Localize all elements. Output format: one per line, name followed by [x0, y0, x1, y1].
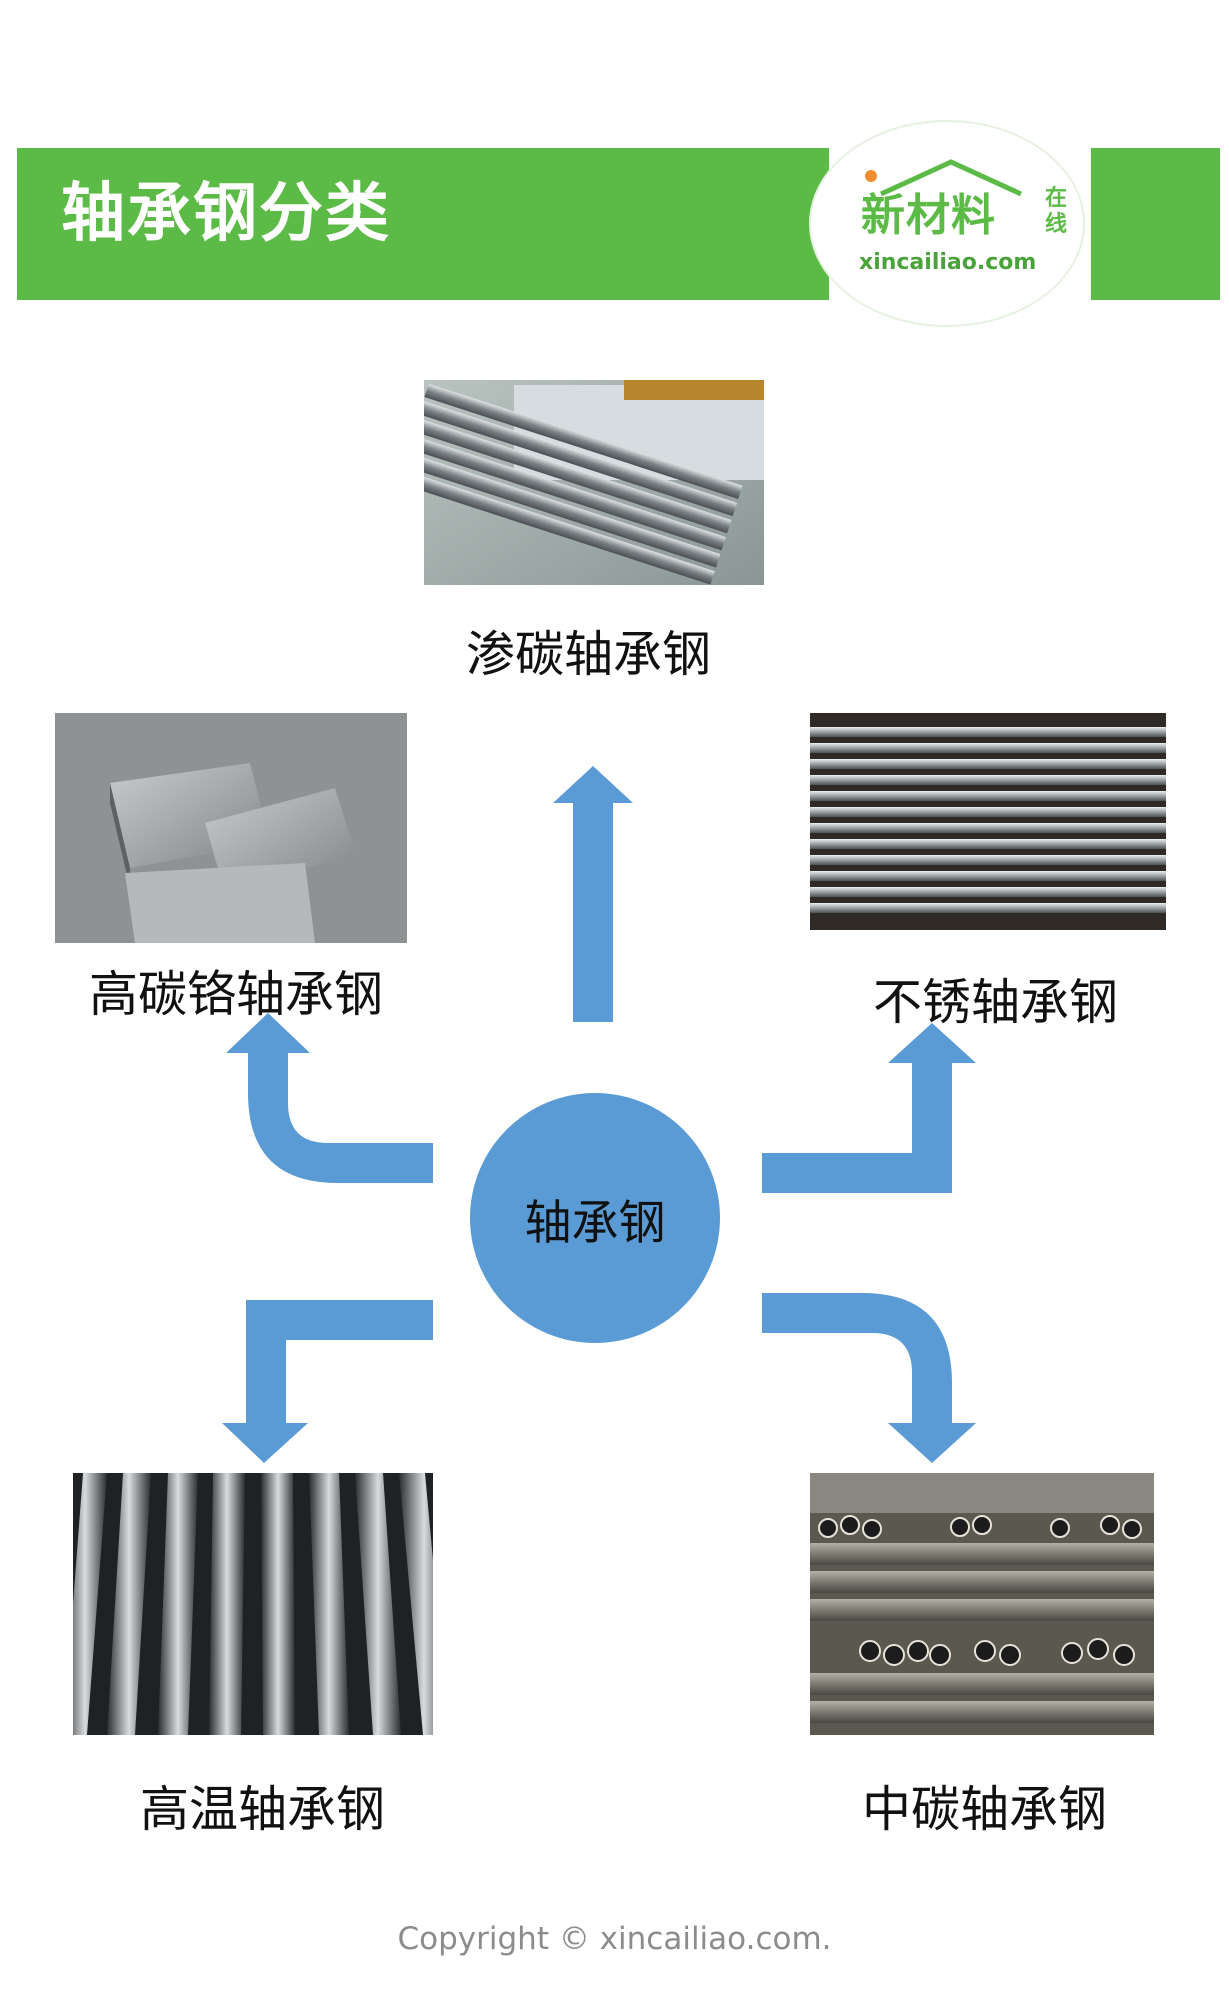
banner-right-bar	[1091, 148, 1220, 300]
label-high-carbon-chromium: 高碳铬轴承钢	[89, 966, 384, 1023]
arrow-lower-left	[222, 1300, 433, 1463]
banner-left-bar: 轴承钢分类	[17, 148, 829, 300]
center-node: 轴承钢	[470, 1093, 720, 1343]
polished-steel-tubes-image	[73, 1473, 433, 1735]
label-stainless: 不锈轴承钢	[873, 974, 1119, 1031]
stacked-round-bars-image	[810, 1473, 1154, 1735]
logo-side-text: 在线	[1044, 186, 1067, 237]
photo-stainless-steel	[810, 713, 1166, 930]
arrow-lower-right	[762, 1293, 976, 1463]
logo-url-text: xincailiao.com	[859, 250, 1037, 275]
steel-round-bars-bundle-image	[424, 380, 764, 585]
logo-main-text: 新材料	[861, 190, 996, 241]
arrow-up	[553, 766, 633, 1022]
photo-high-carbon-chromium-steel	[55, 713, 407, 943]
site-logo[interactable]: 新材料 在线 xincailiao.com	[809, 120, 1085, 327]
stainless-steel-rods-image	[810, 713, 1166, 930]
label-high-temperature: 高温轴承钢	[140, 1781, 386, 1838]
photo-medium-carbon-steel	[810, 1473, 1154, 1735]
photo-high-temperature-steel	[73, 1473, 433, 1735]
arrow-upper-left	[226, 1013, 433, 1183]
photo-carburized-steel	[424, 380, 764, 585]
center-label: 轴承钢	[524, 1195, 666, 1251]
arrow-upper-right	[762, 1023, 976, 1193]
page-title: 轴承钢分类	[61, 177, 391, 251]
copyright-text: Copyright © xincailiao.com.	[397, 1921, 832, 1957]
label-carburized: 渗碳轴承钢	[466, 626, 712, 683]
label-medium-carbon: 中碳轴承钢	[862, 1781, 1108, 1838]
steel-plates-image	[55, 713, 407, 943]
logo-roof-icon	[865, 159, 1023, 197]
header-banner: 轴承钢分类	[17, 148, 1220, 300]
